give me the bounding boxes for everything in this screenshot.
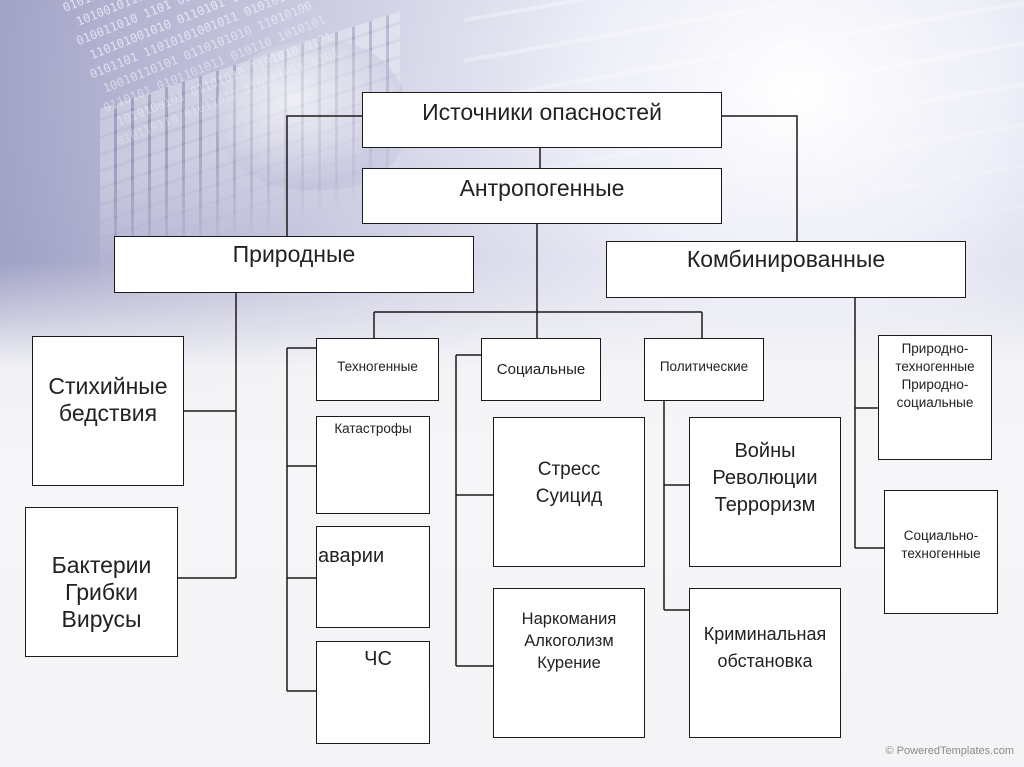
natural-label: Природные xyxy=(232,241,356,267)
connector-title-combined xyxy=(722,115,798,241)
title-box: Источники опасностей xyxy=(362,92,722,148)
soc-tech-line-2: техногенные xyxy=(901,546,981,561)
soc-tech-box: Социально- техногенные xyxy=(884,490,998,614)
stress-box: Стресс Суицид xyxy=(493,417,645,567)
addictions-line-2: Алкоголизм xyxy=(524,632,614,650)
stress-line-2: Суицид xyxy=(535,486,603,507)
disasters-line-2: бедствия xyxy=(58,400,158,426)
social-label: Социальные xyxy=(496,361,586,378)
political-label: Политические xyxy=(659,359,749,374)
accidents-box: аварии xyxy=(316,526,430,628)
disasters-box: Стихийные бедствия xyxy=(32,336,184,486)
title-text: Источники опасностей xyxy=(422,99,662,125)
nat-tech-box: Природно- техногенные Природно- социальн… xyxy=(878,335,992,460)
watermark: © PoweredTemplates.com xyxy=(885,745,1014,757)
crime-line-1: Криминальная xyxy=(703,624,827,644)
natural-box: Природные xyxy=(114,236,474,293)
combined-box: Комбинированные xyxy=(606,241,966,298)
emergencies-label: ЧС xyxy=(364,648,392,670)
microbes-line-2: Грибки xyxy=(65,579,138,605)
anthropogenic-box: Антропогенные xyxy=(362,168,722,224)
social-box: Социальные xyxy=(481,338,601,401)
conflicts-line-3: Терроризм xyxy=(714,494,816,516)
crime-box: Криминальная обстановка xyxy=(689,588,841,738)
crime-line-2: обстановка xyxy=(717,651,813,671)
microbes-box: Бактерии Грибки Вирусы xyxy=(25,507,178,657)
conflicts-line-2: Революции xyxy=(712,467,818,489)
catastrophes-box: Катастрофы xyxy=(316,416,430,514)
conflicts-line-1: Войны xyxy=(734,440,796,462)
combined-label: Комбинированные xyxy=(686,246,886,272)
anthropogenic-label: Антропогенные xyxy=(459,175,625,201)
conflicts-box: Войны Революции Терроризм xyxy=(689,417,841,567)
emergencies-box: ЧС xyxy=(316,641,430,744)
technogenic-box: Техногенные xyxy=(316,338,439,401)
technogenic-label: Техногенные xyxy=(337,359,418,374)
soc-tech-line-1: Социально- xyxy=(903,528,979,543)
political-box: Политические xyxy=(644,338,764,401)
addictions-line-1: Наркомания xyxy=(521,610,617,628)
addictions-line-3: Курение xyxy=(537,654,601,672)
catastrophes-label: Катастрофы xyxy=(334,421,412,436)
nat-tech-line-3: Природно- xyxy=(901,377,969,392)
disasters-line-1: Стихийные xyxy=(48,373,168,399)
stress-line-1: Стресс xyxy=(537,459,601,480)
microbes-line-1: Бактерии xyxy=(51,552,152,578)
microbes-line-3: Вирусы xyxy=(61,606,142,632)
connector-title-natural xyxy=(286,115,362,236)
nat-tech-line-4: социальные xyxy=(896,395,974,410)
addictions-box: Наркомания Алкоголизм Курение xyxy=(493,588,645,738)
accidents-label: аварии xyxy=(318,545,385,567)
nat-tech-line-2: техногенные xyxy=(895,359,975,374)
nat-tech-line-1: Природно- xyxy=(901,341,969,356)
